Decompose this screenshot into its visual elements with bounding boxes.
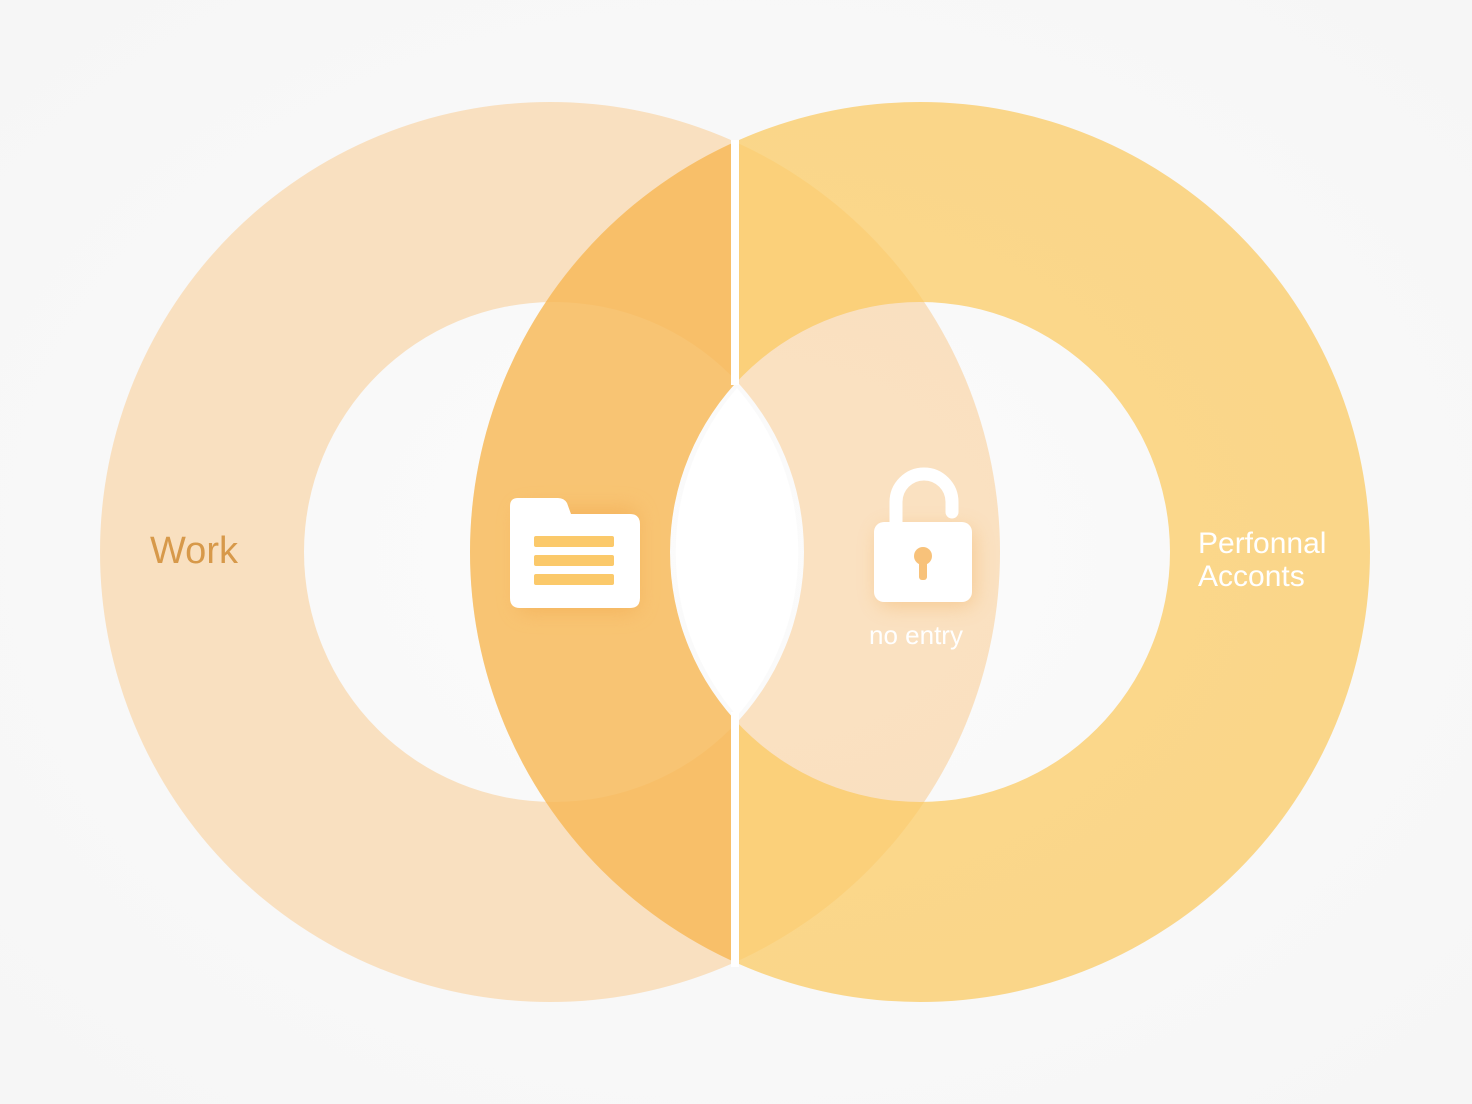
personal-accounts-ring — [470, 102, 1370, 1002]
divider-line-bottom — [731, 712, 739, 967]
personal-accounts-label-line2: Acconts — [1198, 560, 1305, 593]
personal-accounts-label: Perfonnal Acconts — [1198, 527, 1326, 593]
work-label: Work — [150, 530, 238, 572]
center-lens — [675, 388, 799, 716]
personal-accounts-label-line1: Perfonnal — [1198, 527, 1327, 560]
lock-caption: no entry — [869, 620, 963, 650]
divider-line-top — [731, 140, 739, 385]
unlocked-padlock-icon — [874, 467, 974, 606]
folder-icon — [510, 498, 640, 612]
